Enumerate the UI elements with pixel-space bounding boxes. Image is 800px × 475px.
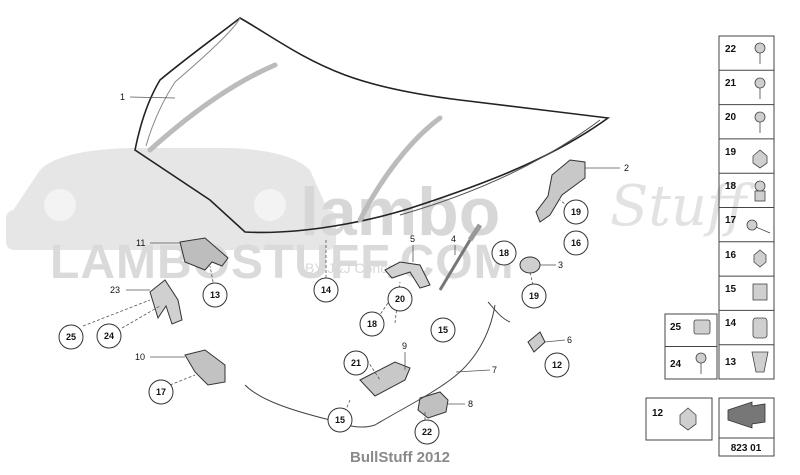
circle-callout-15-a: 15 <box>430 317 456 343</box>
clip-icon <box>754 180 766 202</box>
callout-10: 10 <box>135 352 145 362</box>
diagram-code-box: 823 01 <box>719 401 774 454</box>
clip-icon <box>752 283 768 301</box>
svg-text:13: 13 <box>210 290 220 300</box>
callout-1: 1 <box>120 92 125 102</box>
callout-5: 5 <box>410 234 415 244</box>
parts-legend-numbers: 22 21 20 19 18 17 16 15 14 13 25 24 12 <box>652 44 737 419</box>
bolt-icon <box>746 219 771 234</box>
parts-legend-icons <box>679 42 771 431</box>
part-gas-strut <box>438 223 483 291</box>
watermark-script: Stuff <box>610 174 755 239</box>
part-latch-10 <box>184 349 226 386</box>
circle-callout-17: 17 <box>148 379 174 405</box>
svg-text:20: 20 <box>395 294 405 304</box>
svg-text:18: 18 <box>499 248 509 258</box>
legend-num-22: 22 <box>725 44 737 55</box>
circle-callout-18-b: 18 <box>359 311 385 337</box>
screw-icon <box>695 352 707 374</box>
callout-7: 7 <box>492 365 497 375</box>
circle-callout-15-b: 15 <box>327 407 353 433</box>
svg-text:12: 12 <box>552 360 562 370</box>
legend-num-17: 17 <box>725 215 737 226</box>
watermark-car-icon <box>6 148 336 250</box>
svg-text:16: 16 <box>571 238 581 248</box>
svg-text:22: 22 <box>422 427 432 437</box>
legend-num-21: 21 <box>725 78 737 89</box>
circle-callout-22: 22 <box>414 419 440 445</box>
callout-11: 11 <box>136 238 145 248</box>
clip-icon <box>693 319 711 335</box>
hood-panel <box>134 17 611 234</box>
svg-text:19: 19 <box>571 207 581 217</box>
screw-icon <box>754 111 766 133</box>
callout-3: 3 <box>558 260 563 270</box>
part-bump-stop-3 <box>519 256 541 274</box>
circle-callout-18-a: 18 <box>491 240 517 266</box>
legend-num-12: 12 <box>652 408 664 419</box>
circled-callouts: 12 13 14 15 15 16 17 18 18 19 19 20 21 2… <box>58 199 589 445</box>
parts-legend-panel <box>645 35 775 457</box>
part-clip-6 <box>527 331 546 353</box>
legend-num-15: 15 <box>725 284 737 295</box>
part-bracket-5 <box>384 261 431 289</box>
callout-labels: 1 2 3 4 5 6 7 8 9 10 11 23 <box>110 92 629 409</box>
circle-callout-19-b: 19 <box>521 283 547 309</box>
svg-text:15: 15 <box>438 325 448 335</box>
circle-callout-25: 25 <box>58 324 84 350</box>
callout-23: 23 <box>110 285 120 295</box>
callout-4: 4 <box>451 234 456 244</box>
circle-callout-12: 12 <box>544 352 570 378</box>
circle-callout-24: 24 <box>96 323 122 349</box>
callout-6: 6 <box>567 335 572 345</box>
nut-icon <box>679 407 697 431</box>
legend-num-13: 13 <box>725 357 737 368</box>
callout-9: 9 <box>402 341 407 351</box>
legend-num-18: 18 <box>725 181 737 192</box>
legend-num-25: 25 <box>670 322 682 333</box>
screw-icon <box>754 77 766 99</box>
part-hinge-left-11 <box>179 237 229 271</box>
svg-text:21: 21 <box>351 358 361 368</box>
legend-num-24: 24 <box>670 359 682 370</box>
nut-icon <box>752 149 768 169</box>
svg-text:18: 18 <box>367 319 377 329</box>
watermark: lambo Stuff LAMBOSTUFF.COM BY J&J Concep… <box>6 148 755 289</box>
push-pin-icon <box>751 351 769 373</box>
circle-callout-14: 14 <box>313 277 339 303</box>
part-hinge-right <box>535 159 586 223</box>
svg-text:15: 15 <box>335 415 345 425</box>
diagram-code: 823 01 <box>731 443 762 454</box>
callout-2: 2 <box>624 163 629 173</box>
legend-num-20: 20 <box>725 112 737 123</box>
circle-callout-13: 13 <box>202 282 228 308</box>
footer-credit: BullStuff 2012 <box>349 449 451 466</box>
legend-num-19: 19 <box>725 147 737 158</box>
svg-text:24: 24 <box>104 331 114 341</box>
legend-num-16: 16 <box>725 250 737 261</box>
screw-icon <box>754 42 766 64</box>
circle-callout-21: 21 <box>343 350 369 376</box>
circle-callout-16: 16 <box>563 230 589 256</box>
circle-callout-20: 20 <box>387 286 413 312</box>
svg-text:17: 17 <box>156 387 166 397</box>
legend-num-14: 14 <box>725 318 737 329</box>
svg-text:25: 25 <box>66 332 76 342</box>
arrow-icon <box>727 401 766 429</box>
svg-text:14: 14 <box>321 285 331 295</box>
svg-text:19: 19 <box>529 291 539 301</box>
circle-callout-19-a: 19 <box>563 199 589 225</box>
callout-8: 8 <box>468 399 473 409</box>
part-actuator-8 <box>417 391 449 419</box>
part-cable-7 <box>244 301 511 428</box>
nut-icon <box>753 249 767 268</box>
part-lever-9 <box>359 361 411 397</box>
part-bracket-23 <box>149 279 183 325</box>
watermark-site: LAMBOSTUFF.COM <box>50 236 515 289</box>
grommet-icon <box>752 317 768 339</box>
